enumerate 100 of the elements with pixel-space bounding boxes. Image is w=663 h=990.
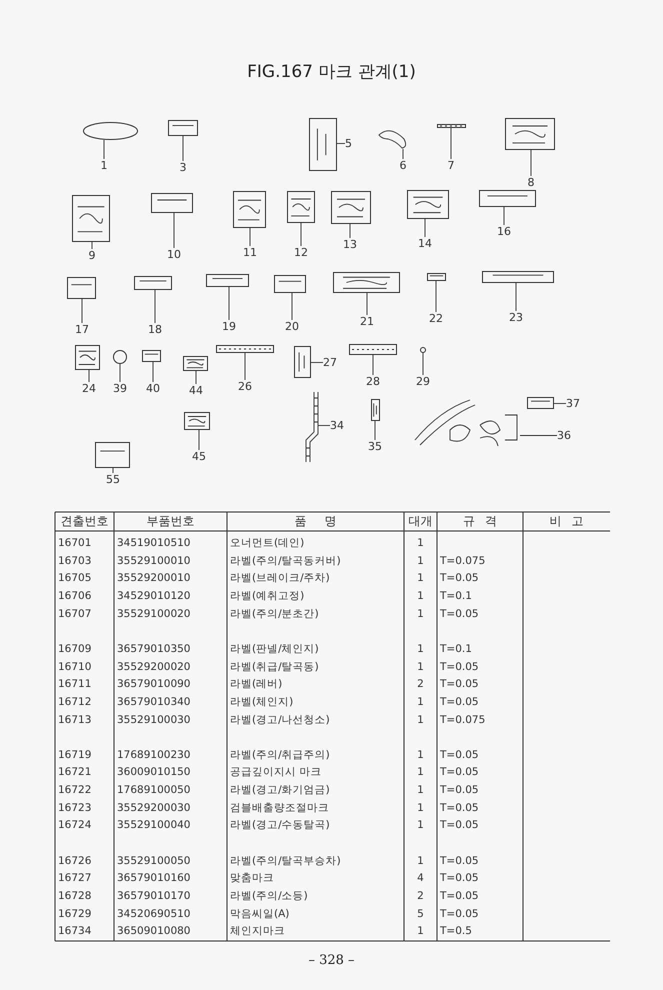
quantity: 2 <box>416 677 425 692</box>
part-name: 체인지마크 <box>230 924 285 938</box>
leader-line <box>372 354 374 376</box>
quantity: 1 <box>416 694 425 709</box>
part-name: 라벨(체인지) <box>230 694 294 709</box>
leader-line <box>450 128 452 160</box>
quantity: 1 <box>416 800 425 815</box>
part-number: 36509010080 <box>117 924 190 938</box>
sticker-drawing <box>482 271 554 283</box>
specification: T=0.05 <box>440 677 479 692</box>
sticker-drawing <box>67 277 96 299</box>
sticker-drawing <box>75 345 100 370</box>
callout-number: 10 <box>162 248 186 261</box>
quantity: 1 <box>416 660 425 674</box>
item-number: 16729 <box>58 906 92 921</box>
quantity: 1 <box>416 536 425 550</box>
callout-number: 14 <box>413 237 437 250</box>
item-number: 16711 <box>58 677 92 692</box>
specification: T=0.05 <box>440 660 479 674</box>
sticker-drawing <box>151 193 193 213</box>
leader-line <box>182 136 184 162</box>
callout-number: 8 <box>519 176 543 189</box>
part-number: 35529100030 <box>117 712 190 726</box>
part-name: 라벨(경고/화기엄금) <box>230 783 330 798</box>
part-number: 35529200020 <box>117 660 190 674</box>
column-header: 부품번호 <box>146 514 196 528</box>
item-number: 16726 <box>58 854 92 868</box>
part-name: 라벨(브레이크/주차) <box>230 571 330 586</box>
column-header: 규 격 <box>462 514 498 528</box>
quantity: 1 <box>416 606 425 621</box>
callout-number: 39 <box>108 382 132 395</box>
sticker-drawing <box>216 345 274 353</box>
sticker-drawing <box>142 350 161 362</box>
callout-number: 40 <box>141 382 165 395</box>
specification: T=0.05 <box>440 694 479 709</box>
callout-number: 20 <box>280 320 304 333</box>
callout-number: 7 <box>439 159 463 172</box>
callout-number: 18 <box>143 323 167 336</box>
part-name: 라벨(취급/탈곡동) <box>230 660 319 674</box>
part-name: 맞춤마크 <box>230 871 274 886</box>
column-header: 품 명 <box>294 514 338 528</box>
specification: T=0.05 <box>440 818 479 832</box>
part-name: 라벨(예취고정) <box>230 588 304 603</box>
sticker-drawing <box>95 442 130 468</box>
quantity: 1 <box>416 588 425 603</box>
sticker-drawing <box>437 124 466 128</box>
part-name: 라벨(경고/수동탈곡) <box>230 818 330 832</box>
part-name: 공급깊이지시 마크 <box>230 765 322 780</box>
leader-line <box>88 370 90 382</box>
leader-line <box>154 290 156 324</box>
specification: T=0.05 <box>440 571 479 586</box>
specification: T=0.075 <box>440 554 486 568</box>
part-number: 35529100010 <box>117 554 190 568</box>
column-header: 비 고 <box>548 514 584 528</box>
callout-number: 3 <box>171 161 195 174</box>
leader-line <box>198 430 200 450</box>
part-number: 34529010120 <box>117 588 190 603</box>
sticker-drawing <box>184 412 210 430</box>
specification: T=0.05 <box>440 889 479 903</box>
leader-line <box>554 403 566 404</box>
callout-number: 44 <box>184 384 208 397</box>
leader-line <box>374 420 376 440</box>
part-number: 34519010510 <box>117 536 190 550</box>
quantity: 1 <box>416 554 425 568</box>
part-name: 라벨(주의/취급주의) <box>230 748 330 762</box>
specification: T=0.1 <box>440 588 472 603</box>
callout-number: 5 <box>345 137 367 150</box>
specification: T=0.05 <box>440 800 479 815</box>
part-name: 라벨(레버) <box>230 677 282 692</box>
item-number: 16709 <box>58 642 92 656</box>
quantity: 1 <box>416 818 425 832</box>
sticker-drawing <box>407 190 449 219</box>
page-number: – 328 – <box>307 953 356 968</box>
callout-number: 17 <box>70 323 94 336</box>
leader-line <box>336 143 346 144</box>
column-header: 견출번호 <box>60 514 110 528</box>
part-name: 막음씨일(A) <box>230 906 290 921</box>
callout-number: 27 <box>323 356 345 369</box>
item-number: 16712 <box>58 694 92 709</box>
quantity: 1 <box>416 748 425 762</box>
sticker-drawing <box>427 273 446 281</box>
specification: T=0.05 <box>440 765 479 780</box>
callout-number: 37 <box>566 397 588 410</box>
item-number: 16721 <box>58 765 92 780</box>
item-number: 16703 <box>58 554 92 568</box>
quantity: 1 <box>416 642 425 656</box>
leader-line <box>300 222 302 246</box>
quantity: 1 <box>416 712 425 726</box>
callout-number: 45 <box>187 450 211 463</box>
callout-number: 19 <box>217 320 241 333</box>
specification: T=0.05 <box>440 783 479 798</box>
part-name: 라벨(주의/탈곡부승차) <box>230 854 341 868</box>
quantity: 4 <box>416 871 425 886</box>
item-number: 16705 <box>58 571 92 586</box>
leader-line <box>228 286 230 320</box>
leader-line <box>530 150 532 176</box>
leader-line <box>244 352 246 380</box>
part-number: 36009010150 <box>117 765 190 780</box>
specification: T=0.05 <box>440 854 479 868</box>
quantity: 1 <box>416 783 425 798</box>
